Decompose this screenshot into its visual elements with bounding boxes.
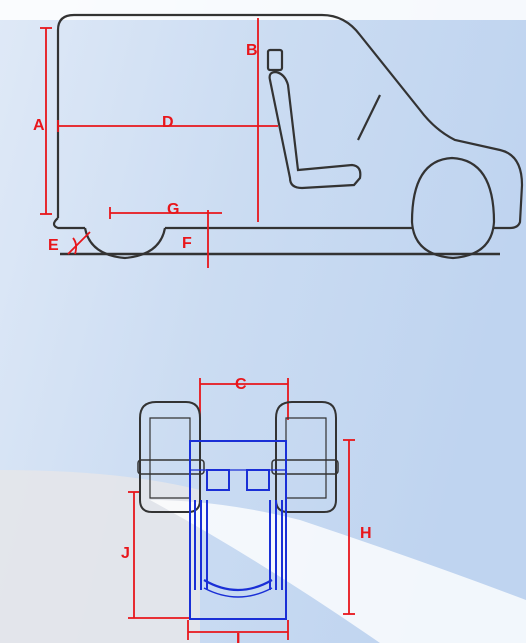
dimension-lines — [40, 18, 355, 640]
label-f: F — [182, 235, 192, 252]
dimension-labels: A B C D E F G H I J — [33, 42, 372, 643]
side-window — [357, 94, 381, 141]
label-i: I — [236, 631, 240, 643]
dim-e-line — [67, 231, 91, 255]
label-e: E — [48, 237, 59, 254]
label-g: G — [167, 201, 179, 218]
rear-wheel-arch — [83, 227, 167, 260]
label-a: A — [33, 117, 45, 134]
label-d: D — [162, 114, 174, 131]
label-b: B — [246, 42, 258, 59]
label-c: C — [235, 376, 247, 393]
label-h: H — [360, 525, 372, 542]
van-underside — [52, 217, 412, 230]
wheelchair-top-view — [189, 440, 287, 620]
van-side-view — [52, 13, 524, 260]
label-j: J — [121, 545, 130, 562]
headrest — [266, 48, 284, 72]
driver-seat — [268, 70, 362, 190]
wheelchair-frame — [189, 440, 287, 620]
van-body-outline — [56, 13, 524, 230]
